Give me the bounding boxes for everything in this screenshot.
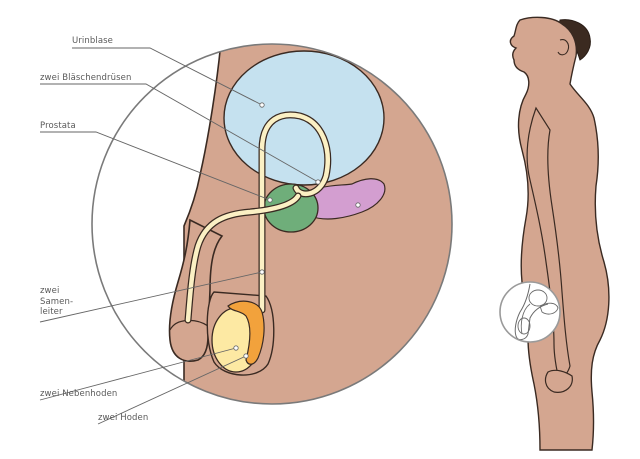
ear (557, 39, 570, 56)
leader-dots (233, 102, 361, 359)
magnified-view (92, 44, 452, 404)
penis (168, 218, 224, 362)
label-prostate: Prostata (40, 121, 76, 131)
hand (544, 369, 573, 393)
leader-lines (39, 47, 319, 425)
label-testes: zwei Hoden (98, 413, 149, 423)
mini-magnifier (499, 281, 561, 343)
label-epididymis: zwei Nebenhoden (40, 389, 118, 399)
label-vas-deferens-line-3: leiter (40, 307, 63, 317)
label-seminal-vesicles: zwei Bläschendrüsen (40, 73, 132, 83)
label-vas-deferens-line-1: zwei (40, 286, 60, 296)
label-urinary-bladder: Urinblase (72, 36, 113, 46)
magnifier-circle (91, 43, 453, 405)
body-figure (509, 16, 610, 451)
label-vas-deferens-line-2: Samen- (40, 296, 74, 307)
label-vas-deferens: zwei Samen- leiter (40, 286, 73, 318)
epididymis (227, 300, 265, 365)
